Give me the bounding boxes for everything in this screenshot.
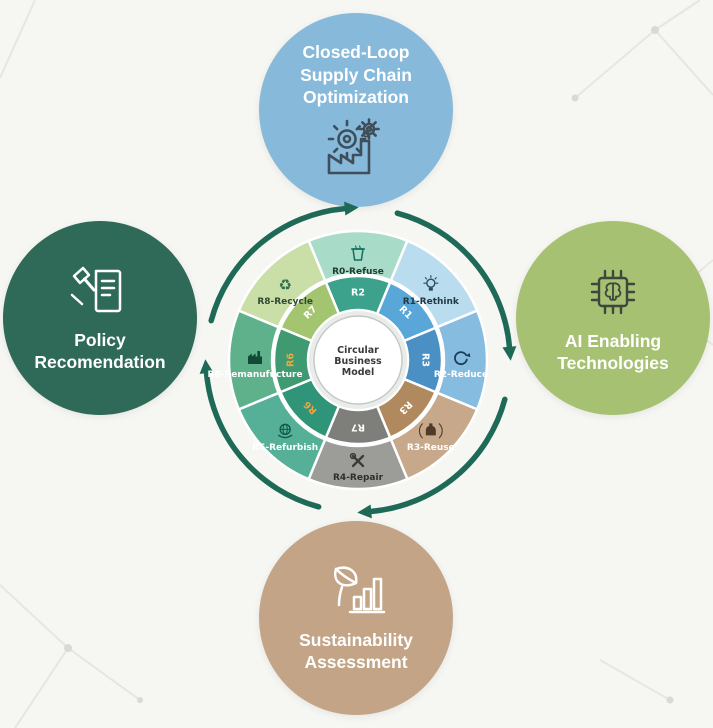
bottle-icon — [418, 423, 443, 439]
inner-ring-label-R4: R7 — [351, 422, 365, 433]
node-title: Closed-Loop Supply Chain Optimization — [300, 41, 412, 108]
inner-ring-label-R0: R2 — [351, 288, 365, 299]
rotation-arrow-arc — [394, 210, 513, 350]
node-ai-enabling-technologies: AI Enabling Technologies — [516, 221, 710, 415]
node-title-line: Optimization — [303, 87, 409, 108]
leaf-chart-icon — [333, 566, 386, 613]
center-hub-label: Circular — [337, 345, 379, 356]
node-sustainability-assessment: Sustainability Assessment — [259, 521, 453, 715]
lightbulb-icon — [423, 275, 439, 291]
rotation-arrowhead — [199, 359, 214, 374]
node-title-line: Technologies — [557, 353, 669, 373]
segment-label-R5: R5-Refurbish — [252, 443, 318, 453]
inner-ring-label-R6: R6 — [286, 353, 297, 367]
rotation-arrow-arc — [203, 370, 322, 510]
wheel-segment-R2 — [435, 308, 489, 412]
center-hub-label: Model — [342, 367, 374, 378]
segment-label-R0: R0-Refuse — [332, 267, 384, 277]
chip-brain-icon — [590, 269, 636, 314]
factory-gears-icon — [327, 117, 380, 174]
cycle-icon — [454, 351, 471, 366]
node-title-line: Recomendation — [34, 352, 166, 372]
center-hub-label: Business — [334, 356, 382, 367]
rotation-arrowhead — [357, 504, 372, 519]
rotation-arrowhead — [502, 346, 517, 361]
rotation-arrow-arc — [208, 205, 348, 324]
node-closed-loop-supply-chain-optimization: Closed-Loop Supply Chain Optimization — [259, 13, 453, 207]
center-hub — [313, 315, 403, 405]
node-title: AI Enabling Technologies — [557, 330, 669, 375]
factory-icon — [248, 351, 262, 364]
segment-label-R6: R6-Remanufucture — [207, 370, 302, 380]
node-title: Policy Recomendation — [34, 329, 165, 374]
node-title-line: Sustainability — [299, 629, 413, 650]
wheel-inner-ring-R8 — [278, 280, 341, 343]
inner-ring-label-R2: R3 — [420, 353, 431, 367]
tools-icon — [349, 452, 365, 468]
segment-label-R4: R4-Repair — [333, 473, 384, 483]
node-title-line: Supply Chain — [300, 64, 412, 85]
cup-icon — [350, 245, 366, 261]
wheel-segment-R8 — [237, 239, 327, 329]
segment-label-R1: R1-Rethink — [403, 297, 460, 307]
node-title: Sustainability Assessment — [299, 629, 413, 674]
node-title-line: Closed-Loop — [302, 42, 410, 63]
rotation-arrowhead — [344, 201, 359, 216]
segment-label-R2: R2-Reduce — [434, 370, 488, 380]
svg-text:♻: ♻ — [278, 276, 291, 294]
node-title-line: AI Enabling — [564, 330, 662, 351]
node-title-line: Assessment — [304, 652, 408, 672]
segment-label-R8: R8-Recycle — [257, 297, 313, 307]
gavel-document-icon — [70, 266, 122, 312]
r-strategies-wheel: R0-RefuseR2R1-RethinkR1R2-ReduceR3R3-Reu… — [199, 201, 517, 519]
rotation-arrow-arc — [368, 396, 508, 515]
segment-label-R3: R3-Reuse — [407, 443, 455, 453]
node-title-line: Policy — [74, 329, 126, 350]
node-policy-recommendation: Policy Recomendation — [3, 221, 197, 415]
globe-icon — [277, 423, 293, 439]
recycle-icon: ♻ — [278, 276, 291, 294]
